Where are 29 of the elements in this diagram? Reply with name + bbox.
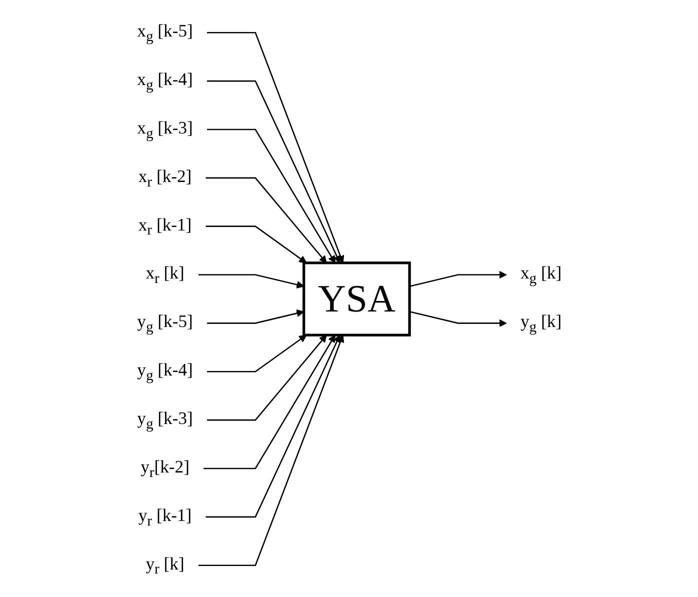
- arrow: [206, 334, 306, 372]
- arrow: [205, 334, 340, 518]
- node-text: x$_{g}$ [k]: [520, 263, 562, 286]
- node-text: x$_{g}$ [k-3]: [136, 118, 193, 141]
- node-text: y$_{r}$ [k-1]: [138, 505, 192, 528]
- node-text: y$_{g}$ [k-5]: [136, 312, 193, 335]
- arrow: [205, 176, 326, 263]
- node-text: y$_{g}$ [k-4]: [136, 360, 193, 384]
- arrow: [206, 128, 336, 263]
- node-text: y$_{r}$ [k]: [145, 554, 184, 577]
- node-box: [302, 261, 410, 336]
- node-text: x$_{g}$ [k-5]: [136, 21, 193, 44]
- node-text: x$_{g}$ [k-4]: [136, 70, 193, 92]
- arrow: [198, 274, 304, 288]
- node-text: y$_{g}$ [k-3]: [136, 408, 193, 432]
- node-text: y$_{g}$ [k]: [520, 312, 562, 335]
- arrow: [198, 334, 344, 566]
- node-text: x$_{r}$ [k-2]: [138, 166, 192, 190]
- node-text: x$_{r}$ [k]: [145, 263, 184, 286]
- node-text: x$_{r}$ [k-1]: [138, 214, 192, 238]
- arrow: [206, 309, 304, 324]
- arrow: [206, 31, 344, 263]
- arrow: [409, 310, 506, 327]
- arrow: [203, 334, 336, 469]
- node-text: y$_{r}$[k-2]: [140, 457, 190, 480]
- arrow: [205, 225, 306, 263]
- arrow: [409, 270, 506, 286]
- arrow: [206, 80, 340, 263]
- arrow: [206, 334, 326, 420]
